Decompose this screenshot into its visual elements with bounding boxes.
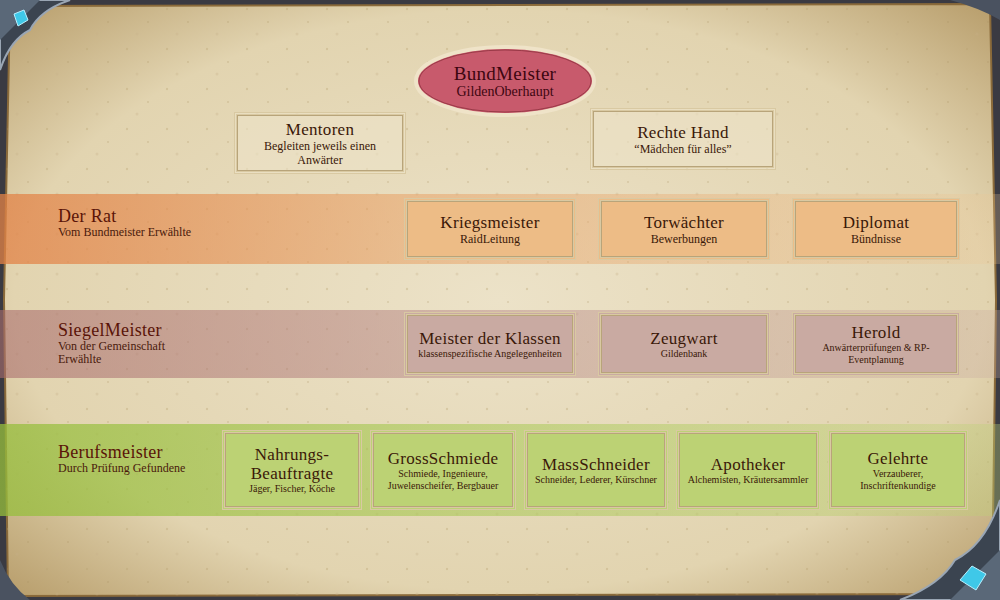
band-heading: BerufsmeisterDurch Prüfung Gefundene bbox=[58, 442, 208, 475]
seal-box: Meister der Klassenklassenspezifische An… bbox=[404, 312, 576, 376]
council-box: KriegsmeisterRaidLeitung bbox=[404, 198, 576, 260]
node-subtitle: Bündnisse bbox=[851, 232, 901, 246]
band-title: SiegelMeister bbox=[58, 320, 208, 340]
profession-box: ApothekerAlchemisten, Kräutersammler bbox=[676, 430, 820, 510]
band-subtitle: Vom Bundmeister Erwählte bbox=[58, 226, 208, 239]
node-subtitle: Begleiten jeweils einen Anwärter bbox=[243, 139, 397, 167]
leader-oval: BundMeisterGildenOberhaupt bbox=[413, 44, 597, 118]
profession-box: MassSchneiderSchneider, Lederer, Kürschn… bbox=[524, 430, 668, 510]
band-subtitle: Durch Prüfung Gefundene bbox=[58, 462, 208, 475]
profession-box: GrossSchmiedeSchmiede, Ingenieure, Juwel… bbox=[370, 430, 516, 510]
node-subtitle: Anwärterprüfungen & RP-Eventplanung bbox=[801, 342, 951, 366]
profession-box: Nahrungs-BeauftragteJäger, Fischer, Köch… bbox=[222, 430, 362, 510]
node-title: Diplomat bbox=[843, 213, 910, 232]
role-box: Rechte Hand“Mädchen für alles” bbox=[590, 108, 776, 170]
node-title: Herold bbox=[851, 323, 900, 342]
node-title: Zeugwart bbox=[650, 329, 718, 348]
node-title: Torwächter bbox=[644, 213, 724, 232]
node-title: Meister der Klassen bbox=[419, 329, 561, 348]
role-box: MentorenBegleiten jeweils einen Anwärter bbox=[234, 112, 406, 174]
node-title: BundMeister bbox=[454, 63, 557, 84]
node-title: GrossSchmiede bbox=[388, 449, 499, 468]
node-title: Kriegsmeister bbox=[440, 213, 539, 232]
band-title: Berufsmeister bbox=[58, 442, 208, 462]
node-title: Gelehrte bbox=[868, 449, 929, 468]
council-box: DiplomatBündnisse bbox=[792, 198, 960, 260]
node-subtitle: Jäger, Fischer, Köche bbox=[249, 483, 335, 495]
node-title: MassSchneider bbox=[542, 455, 650, 474]
node-subtitle: klassenspezifische Angelegenheiten bbox=[418, 348, 562, 360]
band-subtitle: Von der Gemeinschaft Erwählte bbox=[58, 340, 208, 366]
node-subtitle: Gildenbank bbox=[661, 348, 708, 360]
band-heading: SiegelMeisterVon der Gemeinschaft Erwähl… bbox=[58, 320, 208, 366]
node-subtitle: “Mädchen für alles” bbox=[634, 142, 731, 156]
tier-band: BerufsmeisterDurch Prüfung Gefundene Nahr… bbox=[0, 424, 1000, 516]
profession-box: GelehrteVerzauberer, Inschriftenkundige bbox=[828, 430, 968, 510]
council-box: TorwächterBewerbungen bbox=[598, 198, 770, 260]
band-heading: Der RatVom Bundmeister Erwählte bbox=[58, 206, 208, 239]
node-subtitle: Alchemisten, Kräutersammler bbox=[688, 474, 809, 486]
node-subtitle: GildenOberhaupt bbox=[456, 84, 553, 100]
node-title: Nahrungs-Beauftragte bbox=[231, 445, 353, 483]
node-subtitle: Verzauberer, Inschriftenkundige bbox=[837, 468, 959, 492]
band-title: Der Rat bbox=[58, 206, 208, 226]
node-title: Mentoren bbox=[286, 120, 355, 139]
node-subtitle: Bewerbungen bbox=[651, 232, 718, 246]
seal-box: HeroldAnwärterprüfungen & RP-Eventplanun… bbox=[792, 312, 960, 376]
seal-box: ZeugwartGildenbank bbox=[598, 312, 770, 376]
tier-band: SiegelMeisterVon der Gemeinschaft Erwähl… bbox=[0, 310, 1000, 378]
node-title: Rechte Hand bbox=[637, 123, 729, 142]
node-title: Apotheker bbox=[711, 455, 785, 474]
node-subtitle: Schneider, Lederer, Kürschner bbox=[535, 474, 657, 486]
node-subtitle: Schmiede, Ingenieure, Juwelenscheifer, B… bbox=[379, 468, 507, 492]
tier-band: Der RatVom Bundmeister Erwählte Kriegsmei… bbox=[0, 194, 1000, 264]
node-subtitle: RaidLeitung bbox=[460, 232, 520, 246]
